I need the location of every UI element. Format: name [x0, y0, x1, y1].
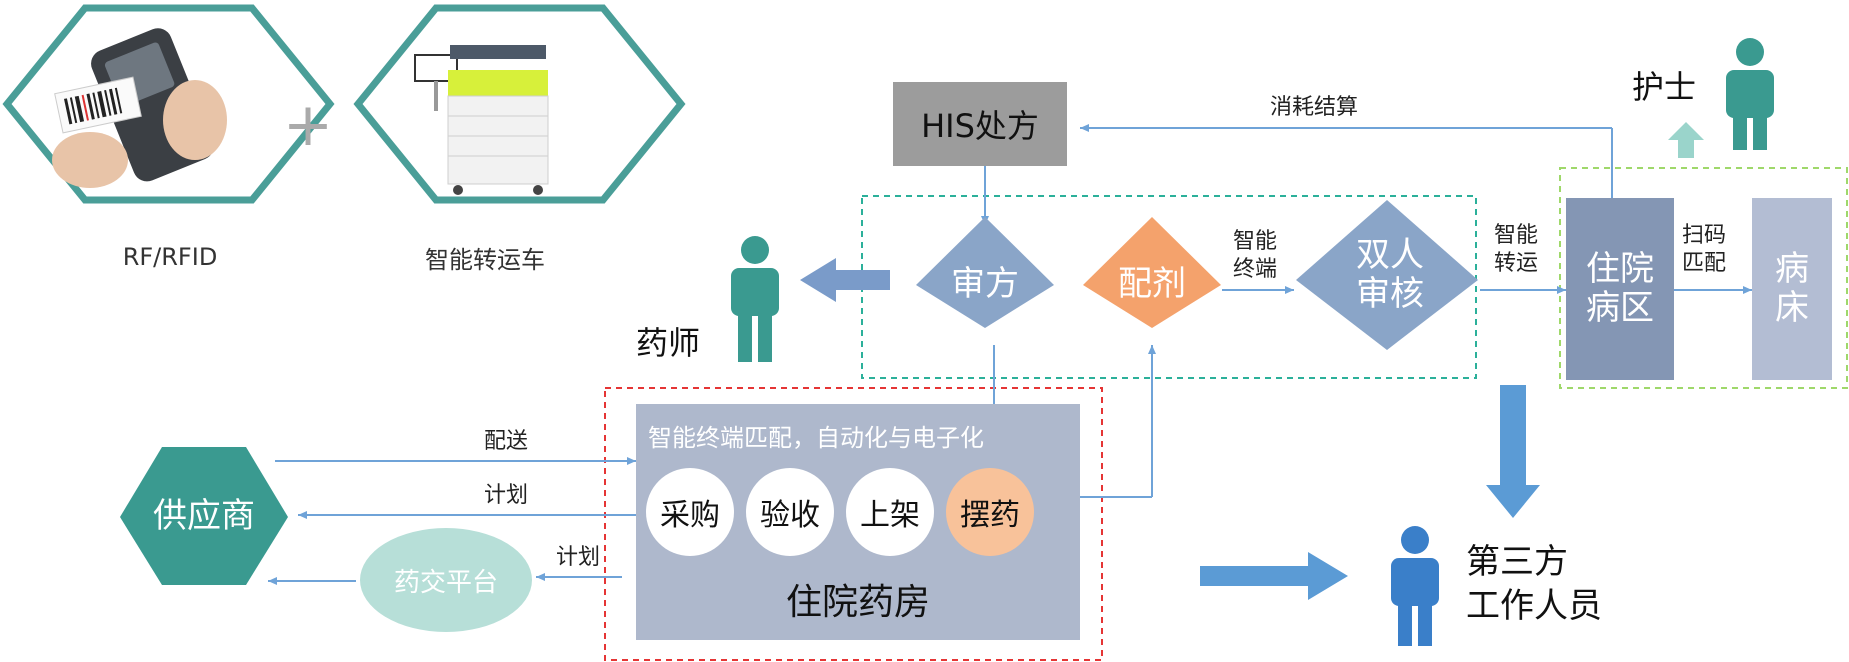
bed-box: 病床 — [1752, 198, 1832, 380]
step-drug-placement: 摆药 — [946, 468, 1034, 556]
platform-label: 药交平台 — [393, 567, 498, 598]
his-prescription-box: HIS处方 — [893, 82, 1067, 166]
ward-group-box — [1559, 167, 1848, 389]
double-check-diamond — [1296, 200, 1478, 350]
dispense-label: 配剂 — [1118, 264, 1186, 305]
nurse-label: 护士 — [1632, 68, 1697, 106]
ward-box: 住院病区 — [1566, 198, 1674, 380]
rfid-scanner-image — [52, 28, 227, 188]
review-diamond — [916, 217, 1054, 328]
third-party-label: 第三方工作人员 — [1466, 542, 1602, 627]
pharmacy-title: 住院药房 — [785, 582, 930, 623]
transport-cart-image — [414, 45, 549, 195]
plan-label-2: 计划 — [556, 545, 601, 570]
delivery-label: 配送 — [484, 429, 529, 454]
step-inspection: 验收 — [746, 468, 834, 556]
pharmacist-figure — [731, 236, 779, 362]
pharmacist-label: 药师 — [636, 324, 701, 362]
platform-ellipse — [360, 528, 532, 632]
rfid-label: RF/RFID — [122, 243, 218, 271]
consume-settle-label: 消耗结算 — [1270, 95, 1359, 120]
nurse-up-arrow — [1668, 122, 1704, 158]
double-check-label: 双人 审核 — [1356, 235, 1424, 315]
plus-sign: + — [282, 90, 334, 160]
supplier-hexagon — [120, 447, 288, 585]
cart-label: 智能转运车 — [425, 245, 545, 274]
ward-to-third-party-arrow — [1486, 385, 1540, 518]
inpatient-pharmacy-panel: 智能终端匹配，自动化与电子化 采购 验收 上架 摆药 住院药房 — [636, 404, 1080, 640]
dispense-diamond — [1083, 217, 1221, 328]
review-label: 审方 — [951, 264, 1019, 305]
smart-terminal-label: 智能终端 — [1233, 229, 1278, 282]
step-shelving: 上架 — [846, 468, 934, 556]
nurse-figure — [1726, 38, 1774, 150]
plan-label-1: 计划 — [484, 483, 529, 508]
pharmacy-to-third-party-arrow — [1200, 552, 1348, 600]
pharmacy-header: 智能终端匹配，自动化与电子化 — [648, 424, 984, 452]
smart-transport-label: 智能转运 — [1494, 223, 1539, 276]
supplier-label: 供应商 — [153, 496, 255, 537]
to-pharmacist-arrow — [800, 258, 890, 302]
scan-match-label: 扫码匹配 — [1682, 223, 1727, 276]
pharmacy-group-box — [604, 387, 1103, 661]
third-party-figure — [1391, 526, 1439, 646]
step-purchase: 采购 — [646, 468, 734, 556]
